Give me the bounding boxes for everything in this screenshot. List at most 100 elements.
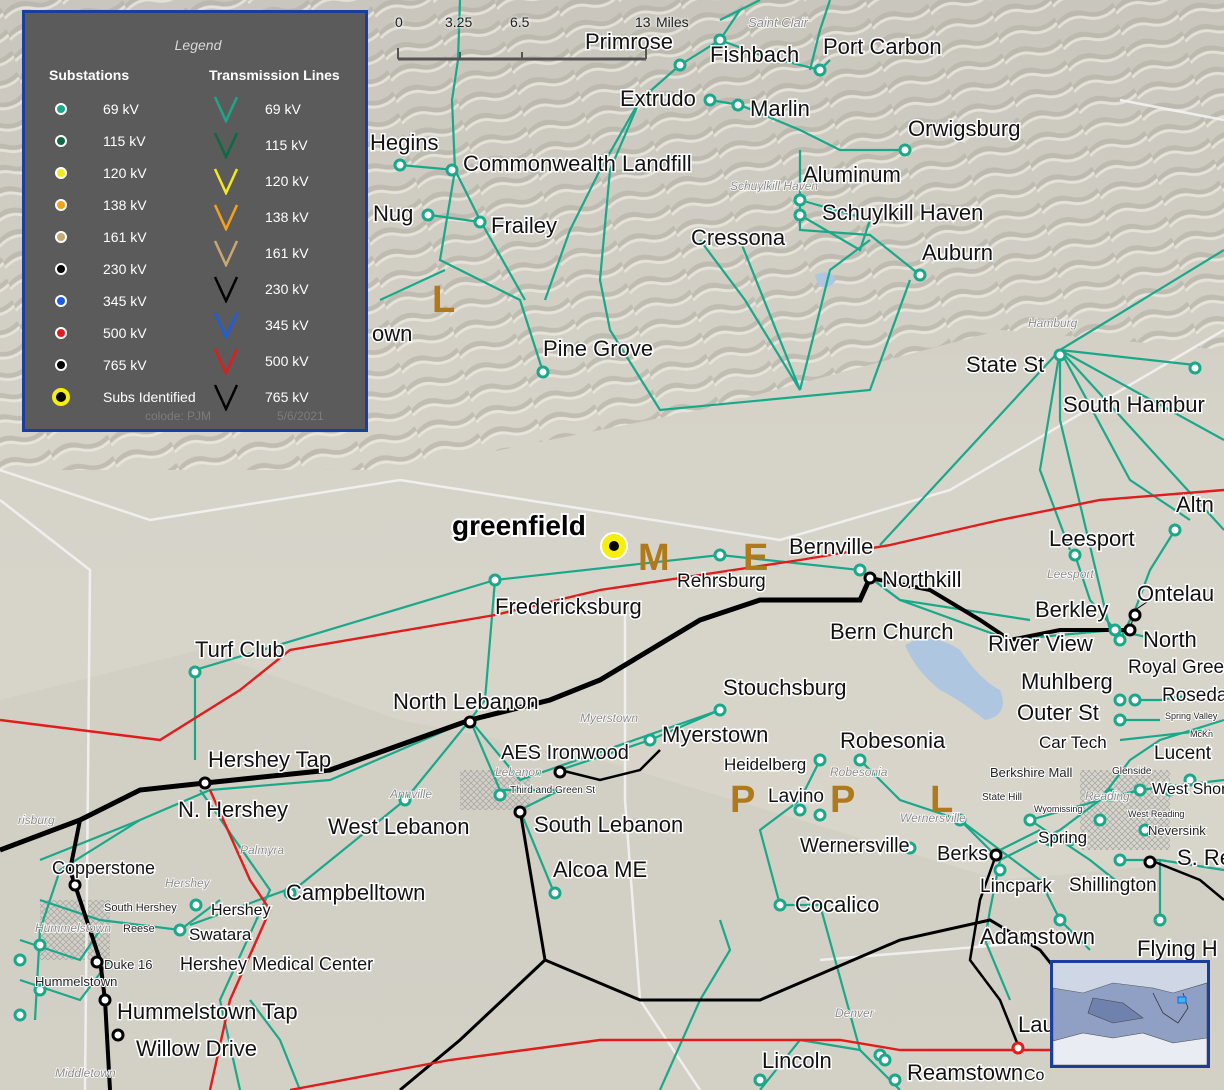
substation-69kv[interactable] [1063,833,1077,847]
substation-69kv[interactable] [1068,548,1082,562]
substation-69kv[interactable] [813,753,827,767]
substation-69kv[interactable] [1043,833,1057,847]
substation-69kv[interactable] [898,143,912,157]
substation-69kv[interactable] [878,1053,892,1067]
substation-69kv[interactable] [1108,623,1122,637]
substation-69kv[interactable] [673,58,687,72]
scale-bar: 0 3.25 6.5 13 Miles [390,14,710,74]
substation-69kv[interactable] [793,803,807,817]
substation-69kv[interactable] [853,563,867,577]
substation-69kv[interactable] [643,733,657,747]
substation-69kv[interactable] [488,573,502,587]
substation-69kv[interactable] [473,215,487,229]
legend-title: Legend [174,37,222,53]
zone-labels: L M E P P L [432,279,953,821]
substation-label: Turf Club [195,637,285,662]
substation-69kv[interactable] [1093,813,1107,827]
substation-69kv[interactable] [1168,523,1182,537]
substation-69kv[interactable] [1138,823,1152,837]
substation-69kv[interactable] [1183,773,1197,787]
substation-500kv[interactable] [1011,1041,1025,1055]
substation-69kv[interactable] [548,886,562,900]
substation-69kv[interactable] [1023,813,1037,827]
substation-69kv[interactable] [1103,788,1117,802]
substation-69kv[interactable] [913,268,927,282]
substation-label: South Hershey [104,902,177,914]
substation-69kv[interactable] [283,886,297,900]
legend-lines-heading: Transmission Lines [209,67,340,83]
substation-69kv[interactable] [1053,913,1067,927]
substation-69kv[interactable] [393,158,407,172]
inset-map-graphic [1053,963,1207,1065]
locator-inset-map[interactable] [1050,960,1210,1068]
substation-69kv[interactable] [13,953,27,967]
substation-69kv[interactable] [713,33,727,47]
substation-69kv[interactable] [853,753,867,767]
substation-69kv[interactable] [33,938,47,952]
legend-substation-label: 500 kV [103,325,147,341]
substation-69kv[interactable] [1188,361,1202,375]
substation-69kv[interactable] [445,163,459,177]
substation-69kv[interactable] [33,983,47,997]
substation-label: Lincoln [762,1048,832,1073]
substation-230kv[interactable] [98,993,112,1007]
substation-69kv[interactable] [773,898,787,912]
substation-label: River View [988,631,1093,656]
substation-230kv[interactable] [1128,608,1142,622]
substation-label: McKn [1190,729,1213,739]
legend-substation-label: 120 kV [103,165,147,181]
substation-69kv[interactable] [421,208,435,222]
substation-69kv[interactable] [753,1073,767,1087]
zone-letter: E [743,537,768,579]
substation-230kv[interactable] [1143,855,1157,869]
legend-line-symbol [213,276,239,303]
substations[interactable] [13,33,1202,1087]
substation-230kv[interactable] [90,955,104,969]
identified-substation[interactable]: greenfield [450,508,628,560]
substation-69kv[interactable] [888,1073,902,1087]
substation-69kv[interactable] [1113,853,1127,867]
substation-69kv[interactable] [813,63,827,77]
substation-230kv[interactable] [863,571,877,585]
substation-69kv[interactable] [793,193,807,207]
substation-69kv[interactable] [813,808,827,822]
substation-69kv[interactable] [953,813,967,827]
place-name: Palmyra [240,843,284,857]
transmission-lines-500kv[interactable] [0,488,1224,1090]
substation-69kv[interactable] [1133,783,1147,797]
substation-label: Wyomissing [1034,804,1082,814]
substation-69kv[interactable] [1113,713,1127,727]
substation-69kv[interactable] [993,863,1007,877]
substation-69kv[interactable] [1153,913,1167,927]
substation-69kv[interactable] [398,793,412,807]
substation-69kv[interactable] [13,1008,27,1022]
substation-69kv[interactable] [1163,783,1177,797]
substation-230kv[interactable] [1123,623,1137,637]
substation-69kv[interactable] [1113,693,1127,707]
substation-69kv[interactable] [188,665,202,679]
substation-69kv[interactable] [903,841,917,855]
substation-69kv[interactable] [1128,693,1142,707]
substation-69kv[interactable] [731,98,745,112]
substation-230kv[interactable] [463,715,477,729]
substation-230kv[interactable] [68,878,82,892]
substation-69kv[interactable] [1053,348,1067,362]
substation-label: Swatara [189,925,252,944]
substation-230kv[interactable] [198,776,212,790]
transmission-lines-230kv[interactable] [0,576,1224,1090]
substation-230kv[interactable] [111,1028,125,1042]
substation-69kv[interactable] [189,898,203,912]
substation-230kv[interactable] [989,848,1003,862]
substation-69kv[interactable] [1113,633,1127,647]
substation-69kv[interactable] [493,788,507,802]
substation-69kv[interactable] [536,365,550,379]
substation-69kv[interactable] [793,208,807,222]
substation-label: Hummelstown Tap [117,999,298,1024]
substation-230kv[interactable] [513,805,527,819]
substation-69kv[interactable] [173,923,187,937]
substation-69kv[interactable] [703,93,717,107]
substation-label: Robesonia [840,728,946,753]
substation-230kv[interactable] [553,765,567,779]
substation-69kv[interactable] [713,703,727,717]
substation-69kv[interactable] [713,548,727,562]
